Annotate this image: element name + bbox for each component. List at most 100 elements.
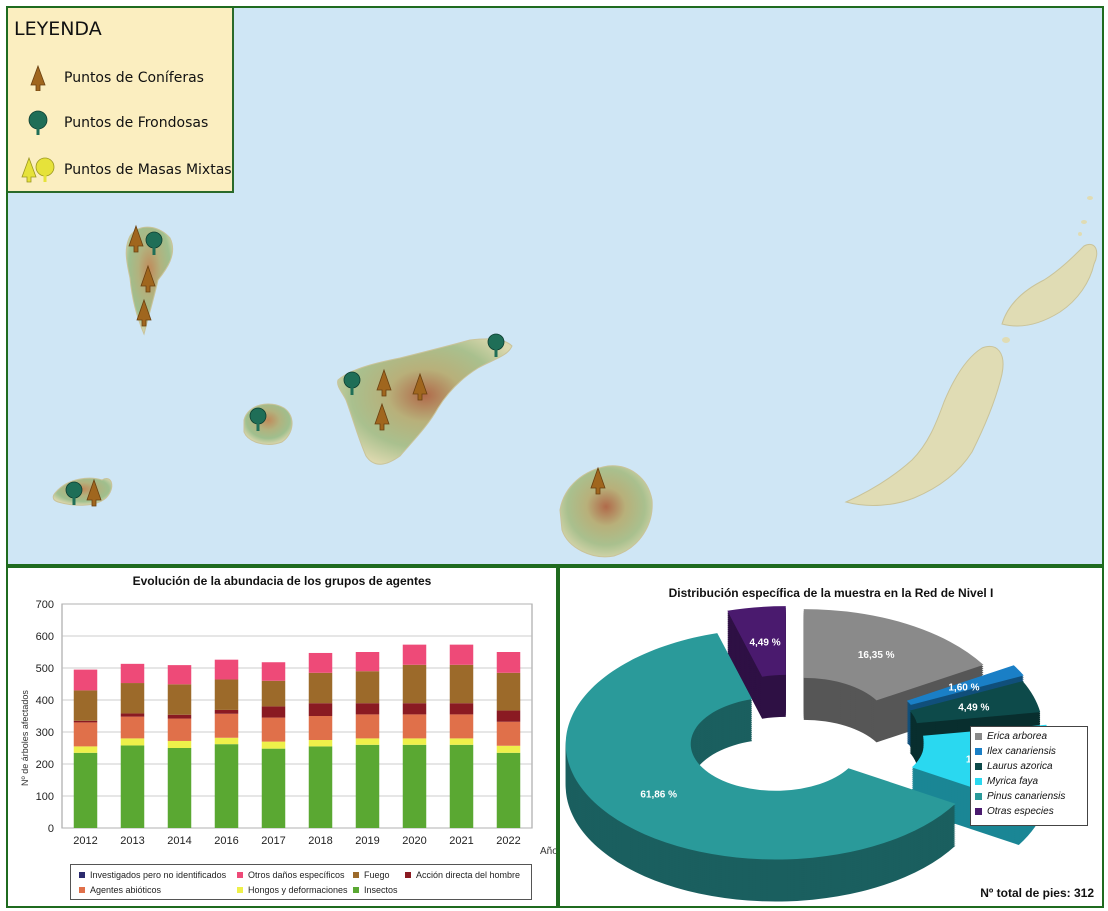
conifer-marker bbox=[128, 224, 144, 253]
bar-segment bbox=[73, 669, 98, 691]
island-lobos bbox=[1002, 337, 1010, 343]
bar-chart-legend: Investigados pero no identificados Otros… bbox=[70, 864, 532, 900]
legend-item-pinus: Pinus canariensis bbox=[975, 791, 1065, 802]
map-legend: LEYENDA Puntos de Coníferas Puntos de Fr… bbox=[8, 8, 234, 193]
broadleaf-marker bbox=[487, 333, 505, 357]
x-tick-label: 2014 bbox=[167, 835, 191, 847]
y-tick-label: 0 bbox=[48, 823, 54, 835]
bar-segment bbox=[355, 738, 380, 745]
x-tick-label: 2017 bbox=[261, 835, 285, 847]
bar-segment bbox=[308, 652, 333, 673]
slice-label: 61,86 % bbox=[640, 789, 677, 800]
bar-segment bbox=[167, 714, 192, 719]
island-lanzarote bbox=[1001, 244, 1098, 327]
bar-segment bbox=[402, 644, 427, 665]
legend-label: Laurus azorica bbox=[987, 761, 1053, 772]
x-tick-label: 2018 bbox=[308, 835, 332, 847]
bar-segment bbox=[496, 721, 521, 746]
bar-segment bbox=[402, 744, 427, 828]
legend-item-ilex: Ilex canariensis bbox=[975, 746, 1056, 757]
island-fuerteventura bbox=[844, 346, 1004, 506]
legend-swatch bbox=[975, 733, 982, 740]
bar-segment bbox=[261, 748, 286, 828]
bar-segment bbox=[120, 716, 145, 739]
bar-segment bbox=[261, 717, 286, 742]
bar-segment bbox=[355, 714, 380, 739]
bar-segment bbox=[167, 718, 192, 741]
y-tick-label: 400 bbox=[36, 695, 54, 707]
bar-segment bbox=[261, 680, 286, 707]
legend-label: Acción directa del hombre bbox=[416, 870, 521, 880]
legend-label: Agentes abióticos bbox=[90, 885, 162, 895]
slice-label: 4,49 % bbox=[749, 637, 780, 648]
conifer-marker bbox=[140, 264, 156, 293]
x-tick-label: 2013 bbox=[120, 835, 144, 847]
bar-segment bbox=[308, 746, 333, 828]
legend-label: Myrica faya bbox=[987, 776, 1039, 787]
island-tenerife bbox=[337, 338, 513, 465]
broadleaf-marker bbox=[145, 231, 163, 255]
legend-swatch bbox=[405, 872, 411, 878]
bar-segment bbox=[308, 672, 333, 704]
x-tick-label: 2012 bbox=[73, 835, 97, 847]
legend-swatch bbox=[975, 778, 982, 785]
bar-segment bbox=[402, 664, 427, 704]
x-tick-label: 2021 bbox=[449, 835, 473, 847]
slice-top bbox=[906, 665, 1024, 705]
islet bbox=[1087, 196, 1093, 200]
bar-segment bbox=[355, 671, 380, 704]
legend-item-abiotic: Agentes abióticos bbox=[79, 885, 161, 895]
conifer-marker bbox=[374, 402, 390, 431]
pie-chart-title: Distribución específica de la muestra en… bbox=[668, 586, 994, 600]
island-gran-canaria bbox=[559, 465, 653, 558]
broadleaf-marker bbox=[249, 407, 267, 431]
bar-segment bbox=[120, 663, 145, 684]
bar-segment bbox=[496, 752, 521, 828]
legend-label: Puntos de Coníferas bbox=[64, 70, 204, 86]
legend-item-myrica: Myrica faya bbox=[975, 776, 1038, 787]
y-tick-label: 100 bbox=[36, 791, 54, 803]
bar-segment bbox=[214, 744, 239, 828]
bar-segment bbox=[120, 738, 145, 746]
bar-segment bbox=[496, 745, 521, 753]
bar-segment bbox=[308, 740, 333, 747]
bar-segment bbox=[73, 752, 98, 828]
x-tick-label: 2020 bbox=[402, 835, 426, 847]
legend-item-mixed: Puntos de Masas Mixtas bbox=[18, 156, 232, 184]
x-tick-label: 2019 bbox=[355, 835, 379, 847]
map-panel: LEYENDA Puntos de Coníferas Puntos de Fr… bbox=[6, 6, 1104, 566]
pie-chart-panel: Distribución específica de la muestra en… bbox=[558, 566, 1104, 908]
legend-swatch bbox=[975, 748, 982, 755]
conifer-marker bbox=[86, 478, 102, 507]
legend-label: Insectos bbox=[364, 885, 398, 895]
legend-swatch bbox=[353, 887, 359, 893]
legend-label: Otros daños específicos bbox=[248, 870, 345, 880]
bar-segment bbox=[449, 714, 474, 739]
legend-item-erica: Erica arborea bbox=[975, 731, 1047, 742]
bar-segment bbox=[261, 741, 286, 749]
bar-segment bbox=[73, 720, 98, 723]
legend-swatch bbox=[79, 887, 85, 893]
bar-segment bbox=[496, 710, 521, 722]
bar-segment bbox=[449, 703, 474, 715]
slice-label: 1,60 % bbox=[948, 683, 979, 694]
bar-chart-ylabel: Nº de árboles afectados bbox=[20, 690, 30, 786]
legend-swatch bbox=[79, 872, 85, 878]
islet bbox=[1078, 232, 1082, 236]
bar-segment bbox=[167, 748, 192, 828]
legend-item-fungi: Hongos y deformaciones bbox=[237, 885, 348, 895]
legend-item-fire: Fuego bbox=[353, 870, 390, 880]
legend-swatch bbox=[237, 872, 243, 878]
bar-segment bbox=[355, 703, 380, 715]
bar-segment bbox=[308, 703, 333, 716]
legend-item-laurus: Laurus azorica bbox=[975, 761, 1053, 772]
islet bbox=[1081, 220, 1087, 224]
bar-segment bbox=[73, 722, 98, 747]
bar-segment bbox=[496, 672, 521, 711]
bar-segment bbox=[261, 706, 286, 718]
legend-item-unidentified: Investigados pero no identificados bbox=[79, 870, 226, 880]
island-la-gomera bbox=[243, 403, 293, 445]
bar-segment bbox=[167, 740, 192, 748]
bar-segment bbox=[73, 746, 98, 753]
bar-segment bbox=[449, 738, 474, 745]
